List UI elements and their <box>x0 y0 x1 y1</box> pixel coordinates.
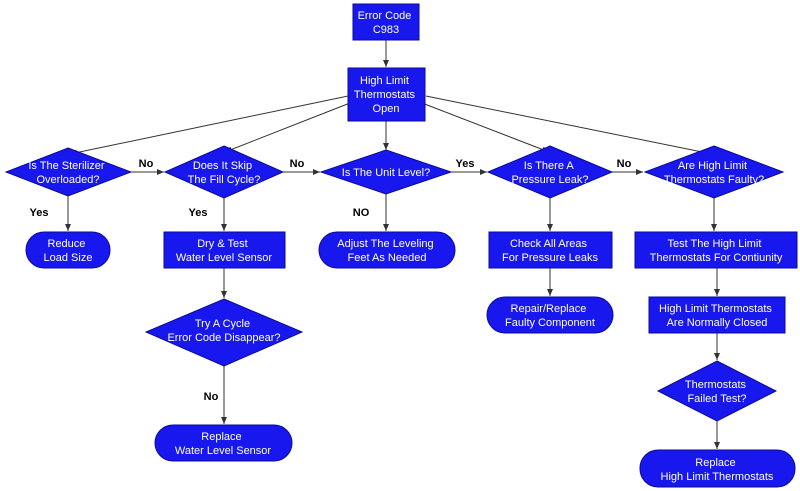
label-pressure-leak: Is There A Pressure Leak? <box>511 160 588 186</box>
node-replace-thermostats[interactable] <box>639 449 796 488</box>
node-check-areas[interactable] <box>488 231 613 269</box>
edge-label-pressureleak-no: No <box>617 158 632 170</box>
label-error-code: Error Code C983 <box>358 10 415 36</box>
label-dry-test: Dry & Test Water Level Sensor <box>176 238 273 264</box>
node-high-limit-open[interactable] <box>347 67 426 122</box>
node-replace-sensor[interactable] <box>154 424 293 462</box>
edge-label-sterilizer-no: No <box>139 158 154 170</box>
label-reduce-load: Reduce Load Size <box>44 238 93 264</box>
nodes <box>4 3 798 488</box>
label-try-cycle: Try A Cycle Error Code Disappear? <box>167 318 280 344</box>
label-unit-level: Is The Unit Level? <box>342 167 430 179</box>
node-labels: Error Code C983 High Limit Thermostats O… <box>28 10 782 483</box>
edge-label-trycycle-no: No <box>204 391 219 403</box>
node-sterilizer-overloaded[interactable] <box>4 147 133 197</box>
edges <box>65 40 720 449</box>
edge-label-unitlevel-yes: Yes <box>456 158 475 170</box>
label-test-high-limit: Test The High Limit Thermostats For Cont… <box>650 238 783 264</box>
node-dry-test[interactable] <box>163 231 286 269</box>
label-check-areas: Check All Areas For Pressure Leaks <box>502 238 598 264</box>
edge-labels: No Yes No Yes Yes NO No No <box>30 158 632 403</box>
label-replace-sensor: Replace Water Level Sensor <box>175 431 272 457</box>
edge-label-skipfill-no: No <box>290 158 305 170</box>
label-replace-thermostats: Replace High Limit Thermostats <box>661 457 774 483</box>
node-adjust-leveling[interactable] <box>318 231 456 269</box>
label-normally-closed: High Limit Thermostats Are Normally Clos… <box>659 303 775 329</box>
node-normally-closed[interactable] <box>648 296 786 334</box>
label-failed-test: Thermostats Failed Test? <box>685 379 749 405</box>
edge-highlimit-to-skipfill <box>224 102 351 153</box>
edge-label-unitlevel-no: NO <box>353 207 370 219</box>
node-repair-replace[interactable] <box>486 296 614 334</box>
label-thermostats-faulty: Are High Limit Thermostats Faulty? <box>664 160 764 186</box>
edge-label-skipfill-yes: Yes <box>189 207 208 219</box>
label-adjust-leveling: Adjust The Leveling Feet As Needed <box>337 238 436 264</box>
edge-highlimit-to-faulty <box>425 95 713 156</box>
node-try-cycle[interactable] <box>144 298 304 367</box>
edge-label-sterilizer-yes: Yes <box>30 207 49 219</box>
label-repair-replace: Repair/Replace Faulty Component <box>505 303 595 329</box>
label-high-limit-open: High Limit Thermostats Open <box>354 75 418 115</box>
node-unit-level[interactable] <box>319 149 453 195</box>
node-error-code[interactable] <box>352 3 420 41</box>
edge-highlimit-to-sterilizer <box>69 95 349 156</box>
label-skip-fill-cycle: Does It Skip The Fill Cycle? <box>188 160 261 186</box>
node-skip-fill-cycle[interactable] <box>163 145 285 199</box>
node-pressure-leak[interactable] <box>486 145 614 199</box>
node-failed-test[interactable] <box>656 360 778 422</box>
edge-highlimit-to-pressureleak <box>421 102 550 153</box>
label-sterilizer-overloaded: Is The Sterilizer Overloaded? <box>28 160 107 186</box>
node-thermostats-faulty[interactable] <box>643 145 785 199</box>
node-test-high-limit[interactable] <box>634 231 798 269</box>
node-reduce-load[interactable] <box>25 231 111 269</box>
